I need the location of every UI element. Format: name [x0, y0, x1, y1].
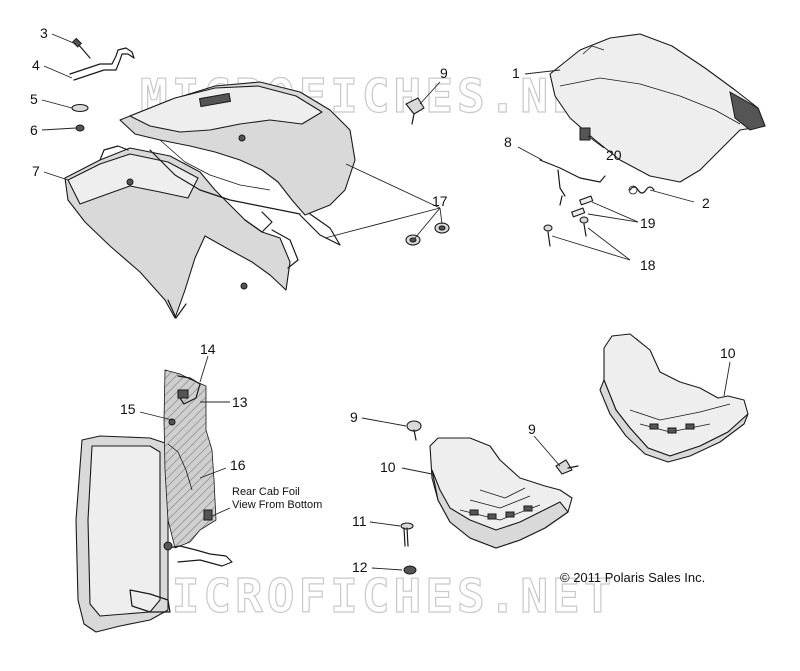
watermark-bottom: MICROFICHES.NET	[140, 569, 615, 623]
seat	[549, 33, 766, 183]
washer-5	[71, 103, 89, 113]
callout-labels: 3 4 5 6 7 9 1 8 20 2 19 17 18 14 13 15 1…	[30, 25, 736, 575]
callout-3: 3	[40, 25, 48, 41]
callout-18: 18	[640, 257, 656, 273]
footwell-right	[599, 333, 749, 463]
push-rivet-9-right	[555, 459, 579, 475]
bolt-11	[400, 522, 414, 547]
nut-6	[75, 124, 85, 132]
grommets-17	[405, 222, 450, 246]
callout-15: 15	[120, 401, 136, 417]
callout-16: 16	[230, 457, 246, 473]
rack-bracket	[69, 47, 135, 81]
spring-2	[628, 185, 655, 195]
callout-2: 2	[702, 195, 710, 211]
callout-8: 8	[504, 134, 512, 150]
push-rivet-9-left	[406, 420, 422, 441]
callout-5: 5	[30, 91, 38, 107]
nut-12	[403, 565, 417, 575]
note-line-1: Rear Cab Foil	[232, 486, 300, 498]
callout-9-right: 9	[528, 421, 536, 437]
clips-19	[571, 195, 594, 218]
callout-17: 17	[432, 193, 448, 209]
callout-14: 14	[200, 341, 216, 357]
rear-rack-fender	[64, 81, 356, 319]
push-rivet-9-top	[405, 97, 425, 125]
bolt-3	[72, 37, 91, 59]
callout-10-left: 10	[380, 459, 396, 475]
callout-20: 20	[606, 147, 622, 163]
callout-6: 6	[30, 122, 38, 138]
footwell-left	[429, 437, 573, 549]
callout-19: 19	[640, 215, 656, 231]
callout-9-top: 9	[440, 65, 448, 81]
callout-1: 1	[512, 65, 520, 81]
callout-7: 7	[32, 163, 40, 179]
leader-lines	[41, 33, 731, 571]
seat-latch-8	[539, 159, 606, 206]
callout-11: 11	[352, 513, 367, 529]
callout-13: 13	[232, 394, 248, 410]
callout-12: 12	[352, 559, 368, 575]
copyright: © 2011 Polaris Sales Inc.	[560, 570, 705, 585]
callout-9-left: 9	[350, 409, 358, 425]
rear-cab-foil	[75, 369, 233, 633]
callout-10-right: 10	[720, 345, 736, 361]
note-line-2: View From Bottom	[232, 499, 322, 511]
callout-4: 4	[32, 57, 40, 73]
pins-18	[543, 216, 589, 247]
